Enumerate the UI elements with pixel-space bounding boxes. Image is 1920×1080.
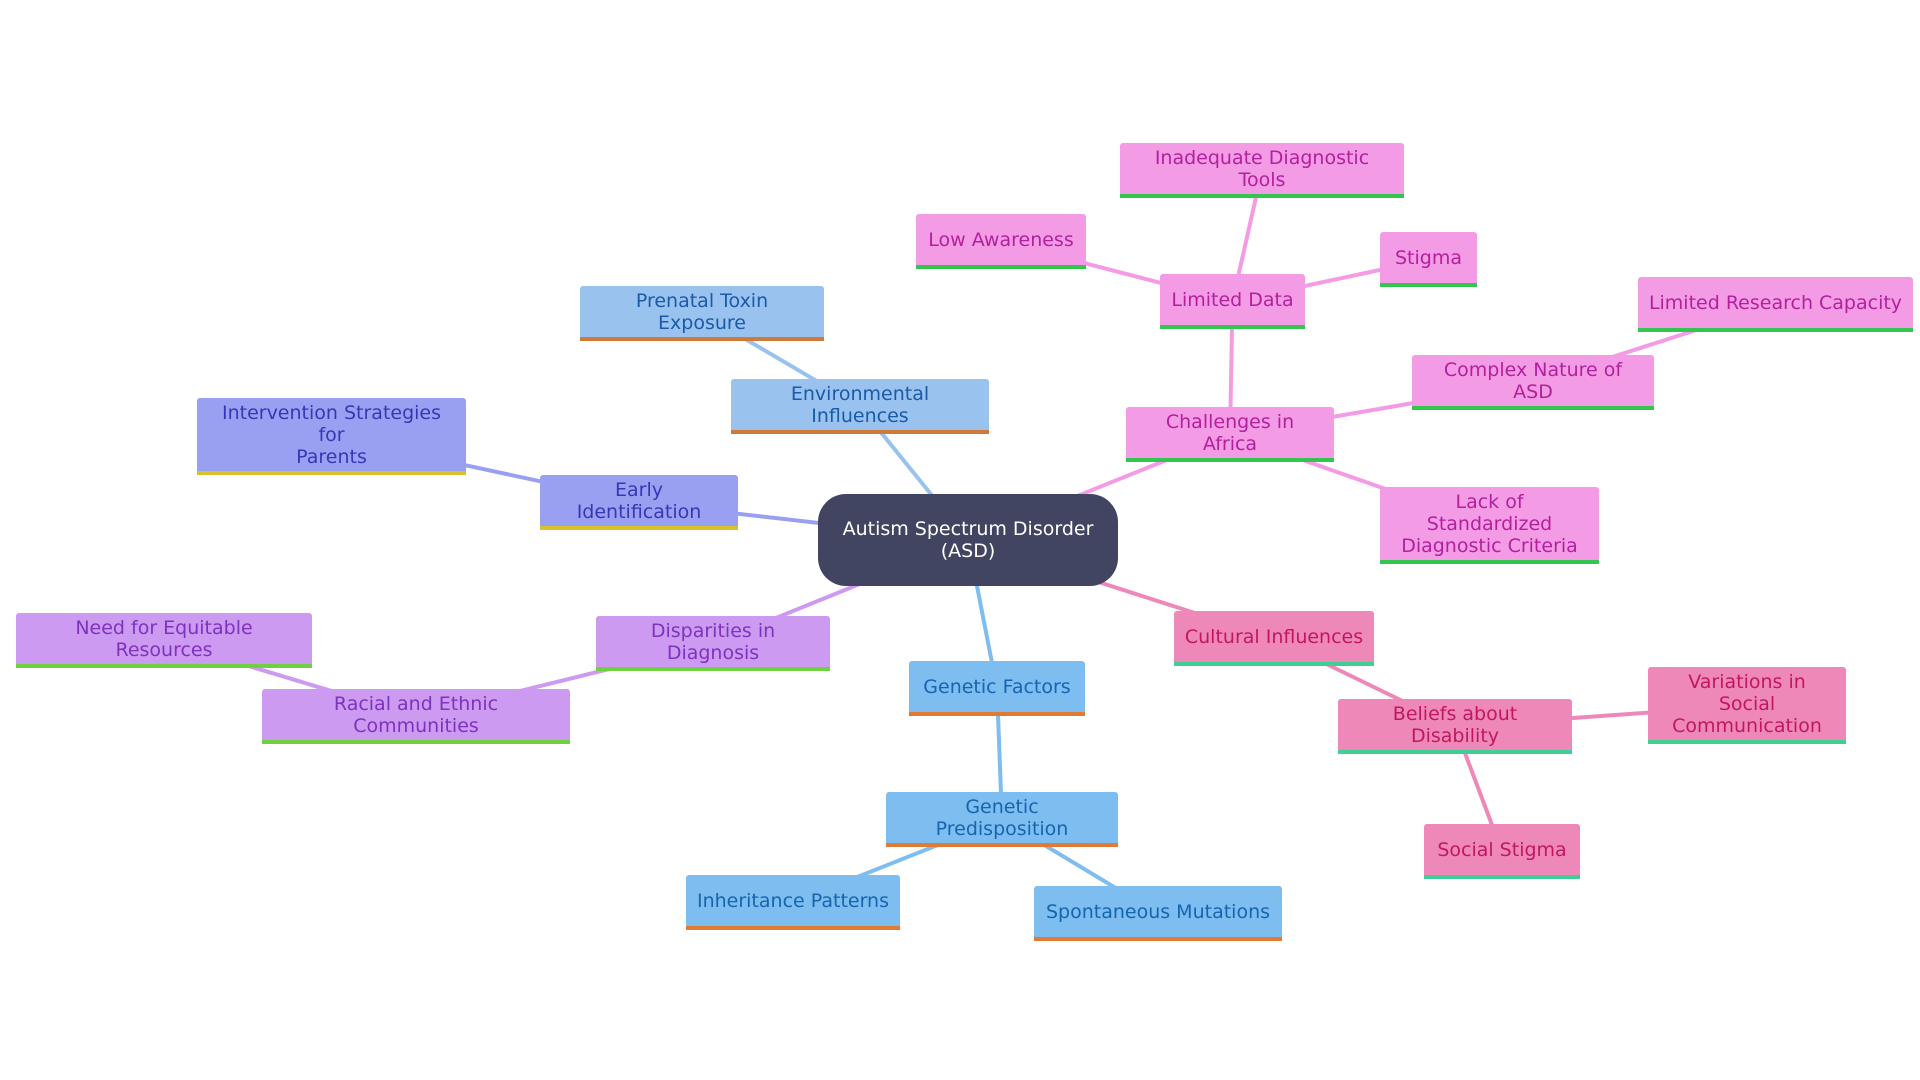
node-label: Variations in Social Communication xyxy=(1672,670,1822,737)
node-label: Beliefs about Disability xyxy=(1392,702,1518,747)
node-label: Racial and Ethnic Communities xyxy=(333,692,499,737)
node-label: Cultural Influences xyxy=(1184,625,1364,648)
node-label: Genetic Predisposition xyxy=(935,795,1069,840)
node-label: Social Stigma xyxy=(1437,838,1567,861)
node-limited-data[interactable]: Limited Data xyxy=(1160,274,1305,329)
node-low-awareness[interactable]: Low Awareness xyxy=(916,214,1086,269)
node-limited-research-capacity[interactable]: Limited Research Capacity xyxy=(1638,277,1913,332)
node-social-stigma[interactable]: Social Stigma xyxy=(1424,824,1580,879)
node-label: Low Awareness xyxy=(928,228,1074,251)
node-challenges-in-africa[interactable]: Challenges in Africa xyxy=(1126,407,1334,462)
node-label: Environmental Influences xyxy=(790,382,930,427)
node-label: Spontaneous Mutations xyxy=(1045,900,1271,923)
node-stigma[interactable]: Stigma xyxy=(1380,232,1477,287)
node-root-asd[interactable]: Autism Spectrum Disorder (ASD) xyxy=(818,494,1118,586)
node-equitable-resources[interactable]: Need for Equitable Resources xyxy=(16,613,312,668)
node-prenatal-toxin-exposure[interactable]: Prenatal Toxin Exposure xyxy=(580,286,824,341)
node-label: Intervention Strategies for Parents xyxy=(221,401,442,468)
node-label: Lack of Standardized Diagnostic Criteria xyxy=(1401,490,1578,557)
node-intervention-strategies[interactable]: Intervention Strategies for Parents xyxy=(197,398,466,475)
node-inheritance-patterns[interactable]: Inheritance Patterns xyxy=(686,875,900,930)
node-label: Challenges in Africa xyxy=(1165,410,1295,455)
node-variations-in-social-communication[interactable]: Variations in Social Communication xyxy=(1648,667,1846,744)
node-disparities-in-diagnosis[interactable]: Disparities in Diagnosis xyxy=(596,616,830,671)
node-environmental-influences[interactable]: Environmental Influences xyxy=(731,379,989,434)
node-lack-of-standardized-criteria[interactable]: Lack of Standardized Diagnostic Criteria xyxy=(1380,487,1599,564)
node-early-identification[interactable]: Early Identification xyxy=(540,475,738,530)
node-label: Early Identification xyxy=(576,478,702,523)
node-label: Autism Spectrum Disorder (ASD) xyxy=(842,518,1094,562)
node-spontaneous-mutations[interactable]: Spontaneous Mutations xyxy=(1034,886,1282,941)
node-genetic-predisposition[interactable]: Genetic Predisposition xyxy=(886,792,1118,847)
node-label: Prenatal Toxin Exposure xyxy=(635,289,769,334)
node-genetic-factors[interactable]: Genetic Factors xyxy=(909,661,1085,716)
node-label: Limited Data xyxy=(1171,288,1294,311)
node-label: Stigma xyxy=(1394,246,1462,269)
node-complex-nature-of-asd[interactable]: Complex Nature of ASD xyxy=(1412,355,1654,410)
node-label: Need for Equitable Resources xyxy=(75,616,253,661)
node-label: Inadequate Diagnostic Tools xyxy=(1154,146,1370,191)
node-label: Limited Research Capacity xyxy=(1648,291,1903,314)
node-label: Inheritance Patterns xyxy=(696,889,890,912)
node-label: Complex Nature of ASD xyxy=(1443,358,1623,403)
node-label: Genetic Factors xyxy=(923,675,1071,698)
node-beliefs-about-disability[interactable]: Beliefs about Disability xyxy=(1338,699,1572,754)
node-racial-ethnic-communities[interactable]: Racial and Ethnic Communities xyxy=(262,689,570,744)
node-cultural-influences[interactable]: Cultural Influences xyxy=(1174,611,1374,666)
node-label: Disparities in Diagnosis xyxy=(650,619,776,664)
node-inadequate-diagnostic-tools[interactable]: Inadequate Diagnostic Tools xyxy=(1120,143,1404,198)
